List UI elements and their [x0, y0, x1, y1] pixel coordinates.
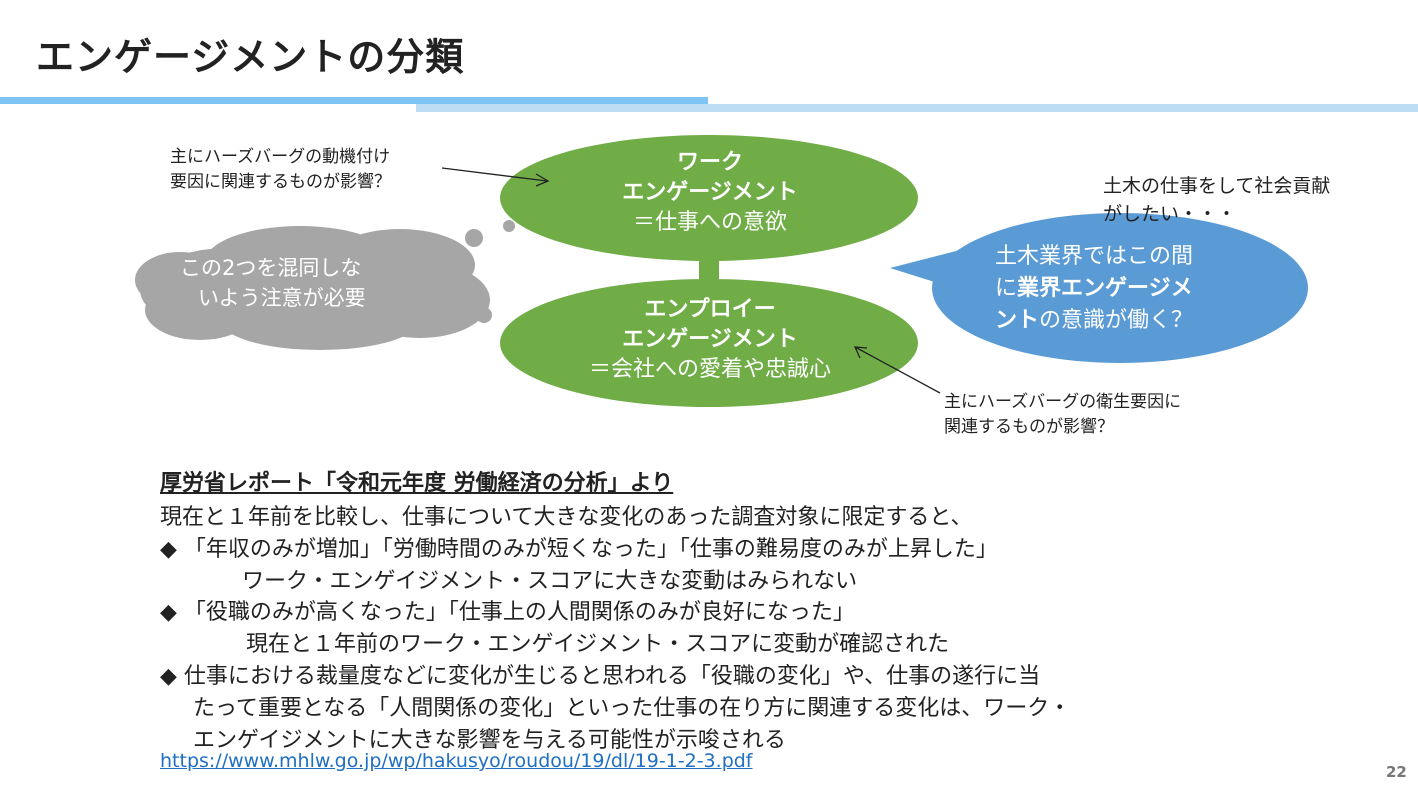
label: 業界エンゲージメ	[1017, 276, 1193, 301]
source-link[interactable]: https://www.mhlw.go.jp/wp/hakusyo/roudou…	[160, 750, 753, 772]
report-bullet: ◆ 仕事における裁量度などに変化が生じると思われる「役職の変化」や、仕事の遂行に…	[160, 664, 1041, 689]
note-line: 関連するものが影響？	[944, 417, 1114, 437]
arrow-to-employee	[854, 346, 941, 394]
note-employee: 主にハーズバーグの衛生要因に 関連するものが影響？	[944, 390, 1181, 440]
note-line: 主にハーズバーグの衛生要因に	[944, 392, 1182, 412]
work-engagement-text: ワーク エンゲージメント ＝仕事への意欲	[560, 148, 860, 238]
report-bullet: ◆ 「年収のみが増加」「労働時間のみが短くなった」「仕事の難易度のみが上昇した」	[160, 537, 998, 562]
page-number: 22	[1386, 763, 1407, 781]
note-work: 主にハーズバーグの動機付け 要因に関連するものが影響？	[170, 145, 391, 195]
note-line: がしたい・・・	[1103, 203, 1237, 225]
label: いよう注意が必要	[198, 286, 366, 310]
connector	[699, 255, 719, 285]
label: の意識が働く？	[1039, 308, 1194, 333]
employee-engagement-text: エンプロイー エンゲージメント ＝会社への愛着や忠誠心	[540, 295, 880, 385]
label: この2つを混同しな	[180, 256, 362, 280]
label: ント	[995, 308, 1040, 333]
note-line: 土木の仕事をして社会貢献	[1103, 175, 1331, 197]
label: ＝会社への愛着や忠誠心	[588, 357, 831, 382]
note-line: 要因に関連するものが影響？	[170, 172, 391, 192]
arrow-to-work	[441, 167, 548, 182]
report-line: ワーク・エンゲイジメント・スコアに大きな変動はみられない	[242, 569, 858, 594]
label: エンゲージメント	[622, 327, 798, 352]
speech-text: 土木業界ではこの間 に業界エンゲージメ ントの意識が働く？	[995, 241, 1255, 337]
report-line: たって重要となる「人間関係の変化」といった仕事の在り方に関連する変化は、ワーク・	[193, 696, 1071, 721]
speech-bubble	[932, 213, 1308, 363]
report-line: 現在と１年前を比較し、仕事について大きな変化のあった調査対象に限定すると、	[160, 505, 973, 530]
work-engagement-ellipse	[500, 135, 918, 261]
note-line: 主にハーズバーグの動機付け	[170, 147, 391, 167]
label: に	[995, 276, 1018, 301]
note-civil: 土木の仕事をして社会貢献 がしたい・・・	[1103, 172, 1330, 228]
cloud-text: この2つを混同しな いよう注意が必要	[180, 253, 430, 313]
label: エンプロイー	[644, 297, 776, 322]
employee-engagement-ellipse	[500, 279, 918, 407]
header-bar-secondary	[416, 104, 1418, 112]
header-bar-primary	[0, 97, 708, 104]
report-line: 現在と１年前のワーク・エンゲイジメント・スコアに変動が確認された	[246, 632, 950, 657]
report-bullet: ◆ 「役職のみが高くなった」「仕事上の人間関係のみが良好になった」	[160, 600, 855, 625]
report-heading: 厚労省レポート「令和元年度 労働経済の分析」より	[160, 471, 674, 496]
label: エンゲージメント	[622, 180, 798, 205]
label: 土木業界ではこの間	[995, 244, 1194, 269]
label: ワーク	[676, 150, 743, 175]
label: ＝仕事への意欲	[632, 210, 787, 235]
slide-title: エンゲージメントの分類	[36, 35, 465, 79]
report-line: エンゲイジメントに大きな影響を与える可能性が示唆される	[193, 728, 786, 753]
